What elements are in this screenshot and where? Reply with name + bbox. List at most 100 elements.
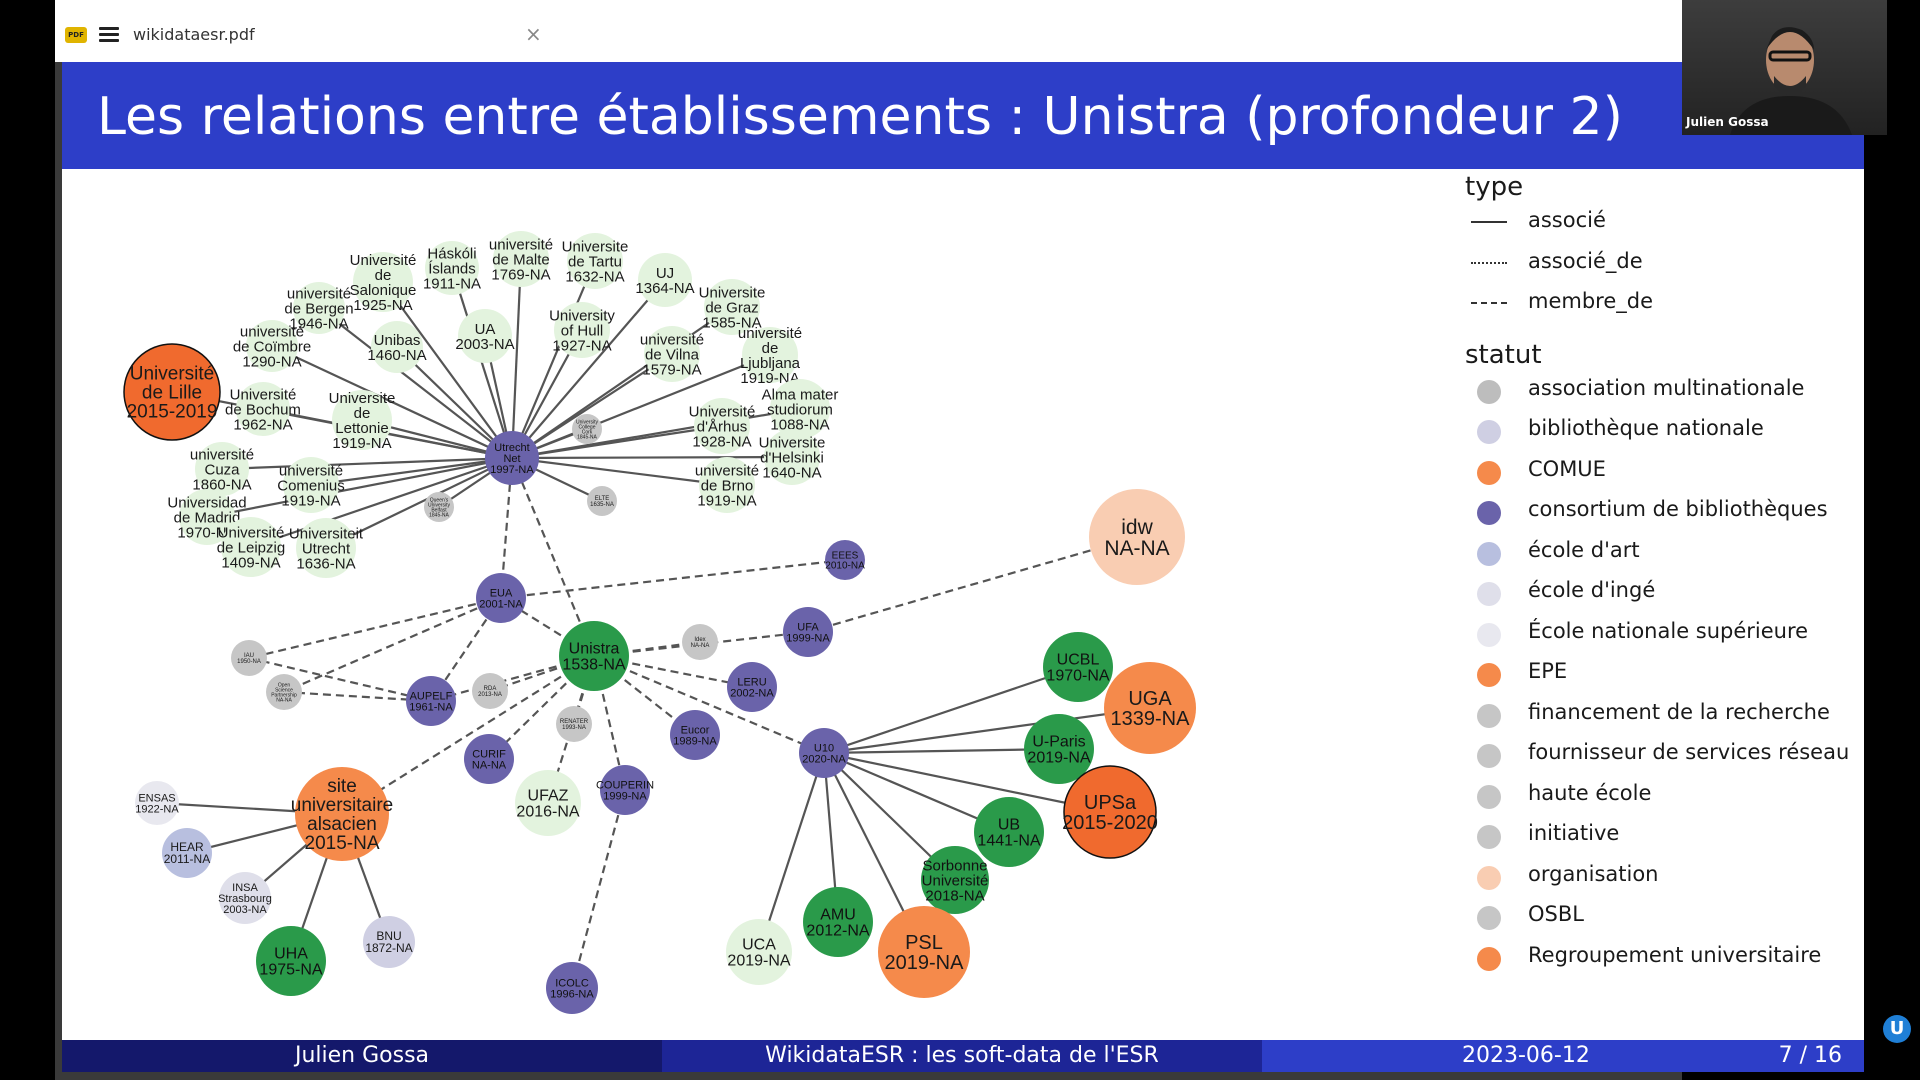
graph-node-circle[interactable] (476, 573, 526, 623)
graph-node-circle[interactable] (283, 457, 339, 513)
graph-node-circle[interactable] (682, 624, 718, 660)
graph-node-circle[interactable] (704, 279, 760, 335)
graph-node-circle[interactable] (179, 489, 235, 545)
graph-node-circle[interactable] (567, 233, 623, 289)
graph-node-circle[interactable] (363, 916, 415, 968)
graph-node-circle[interactable] (221, 517, 281, 577)
graph-node-circle[interactable] (1024, 714, 1094, 784)
graph-node-circle[interactable] (1104, 662, 1196, 754)
close-icon[interactable]: × (525, 22, 542, 46)
graph-node-circle[interactable] (921, 846, 989, 914)
graph-node-circle[interactable] (295, 767, 389, 861)
graph-node-circle[interactable] (726, 919, 792, 985)
graph-node-circle[interactable] (1043, 632, 1113, 702)
app-logo-icon[interactable]: U (1883, 1015, 1911, 1043)
hamburger-menu-icon[interactable] (99, 27, 119, 43)
graph-node-circle[interactable] (878, 906, 970, 998)
graph-node-circle[interactable] (236, 382, 290, 436)
graph-node-circle[interactable] (458, 309, 512, 363)
graph-node-circle[interactable] (219, 872, 271, 924)
graph-node-circle[interactable] (231, 640, 267, 676)
graph-node-circle[interactable] (246, 320, 298, 372)
graph-node-circle[interactable] (670, 710, 720, 760)
graph-node-circle[interactable] (425, 241, 479, 295)
graph-node-circle[interactable] (974, 797, 1044, 867)
graph-node-circle[interactable] (799, 728, 849, 778)
graph-node-circle[interactable] (266, 674, 302, 710)
graph-node-circle[interactable] (556, 706, 592, 742)
graph-node-circle[interactable] (546, 962, 598, 1014)
graph-node-circle[interactable] (293, 282, 345, 334)
graph-node-circle[interactable] (123, 343, 221, 441)
graph-node-circle[interactable] (770, 379, 830, 439)
graph-node-circle[interactable] (1089, 489, 1185, 585)
graph-node-circle[interactable] (694, 398, 750, 454)
graph-node-circle[interactable] (515, 770, 581, 836)
graph-node-circle[interactable] (727, 662, 777, 712)
graph-node-circle[interactable] (1063, 765, 1157, 859)
graph-node-circle[interactable] (493, 231, 549, 287)
graph-node-circle[interactable] (371, 321, 423, 373)
graph-node-circle[interactable] (296, 518, 356, 578)
graph-node-circle[interactable] (162, 828, 212, 878)
tab-filename[interactable]: wikidataesr.pdf (133, 25, 255, 44)
graph-node-circle[interactable] (135, 781, 179, 825)
graph-node-circle[interactable] (572, 414, 602, 444)
graph-node-circle[interactable] (559, 621, 629, 691)
graph-node-circle[interactable] (783, 607, 833, 657)
graph-node-circle[interactable] (803, 887, 873, 957)
graph-node-circle[interactable] (424, 492, 454, 522)
graph-node-circle[interactable] (587, 486, 617, 516)
